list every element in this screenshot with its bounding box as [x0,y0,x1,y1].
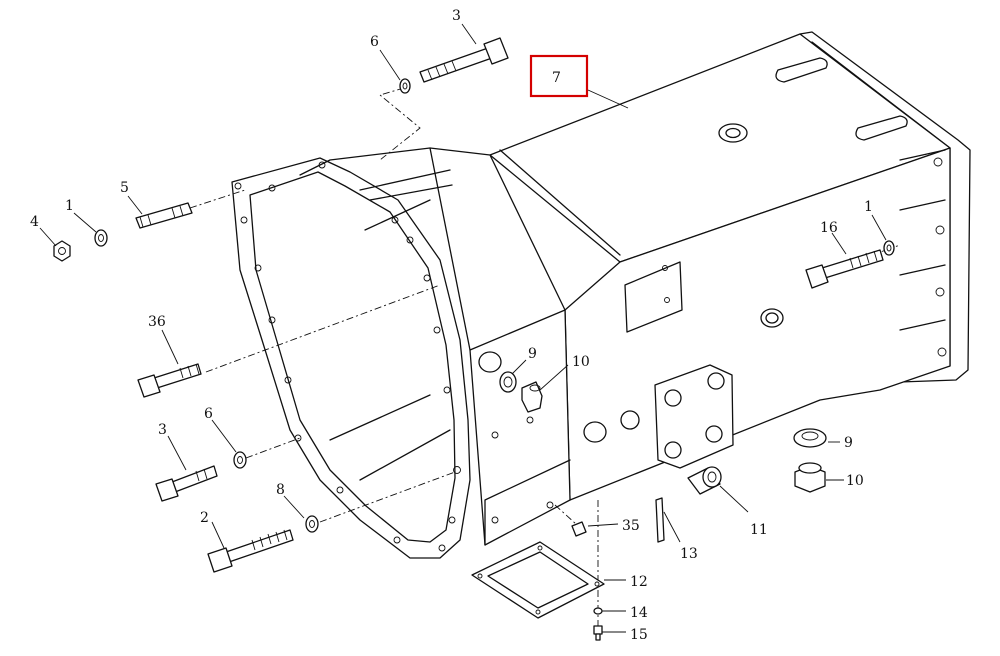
callout-13: 13 [680,546,698,562]
callout-12: 12 [630,574,648,590]
bolt-15 [593,625,603,641]
callout-labels: 3 6 7 5 1 4 1 16 36 9 10 3 6 9 10 8 2 35… [30,8,873,643]
seal-9-mid [499,371,517,393]
pin-13 [655,497,665,543]
callout-2: 2 [200,510,209,526]
flange-bolt-holes [234,161,461,552]
callout-5: 5 [120,180,129,196]
callout-16: 16 [820,220,838,236]
bolt-3-top [419,37,509,83]
washer-6-left [233,451,247,469]
seal-9-right [793,428,827,448]
nut-4 [53,240,71,262]
callout-6-top: 6 [370,34,379,50]
plug-35 [571,521,587,537]
highlight-box-part-7 [529,54,589,98]
callout-14: 14 [630,605,648,621]
bolt-16 [805,249,884,289]
cover-plate-12 [471,541,605,619]
washer-1-right [883,240,895,256]
callout-15: 15 [630,627,648,643]
plug-10-mid [521,381,543,413]
callout-9-right: 9 [844,435,853,451]
callout-11: 11 [750,522,768,538]
callout-6-left: 6 [204,406,213,422]
callout-3-left: 3 [158,422,167,438]
bolt-2 [207,529,294,573]
callout-9-mid: 9 [528,346,537,362]
callout-1-left: 1 [65,198,74,214]
callout-10-mid: 10 [572,354,590,370]
assembly-axis-lines [189,87,901,640]
callout-4: 4 [30,214,39,230]
callout-7: 7 [552,70,561,86]
washer-6-top [399,78,411,94]
transmission-housing [429,31,971,546]
bellhousing-flange [231,147,471,559]
plug-10-right [794,462,826,493]
callout-35: 35 [622,518,640,534]
callout-36: 36 [148,314,166,330]
bolt-3-left [155,465,218,502]
washer-1-left [94,229,108,247]
callout-8: 8 [276,482,285,498]
washer-8 [305,515,319,533]
leader-lines [39,23,887,633]
sleeve-11 [687,466,722,495]
stud-5 [135,202,193,229]
callout-10-right: 10 [846,473,864,489]
callout-3-top: 3 [452,8,461,24]
callout-1-right: 1 [864,199,873,215]
washer-14 [593,607,603,615]
bolt-36 [137,363,202,398]
